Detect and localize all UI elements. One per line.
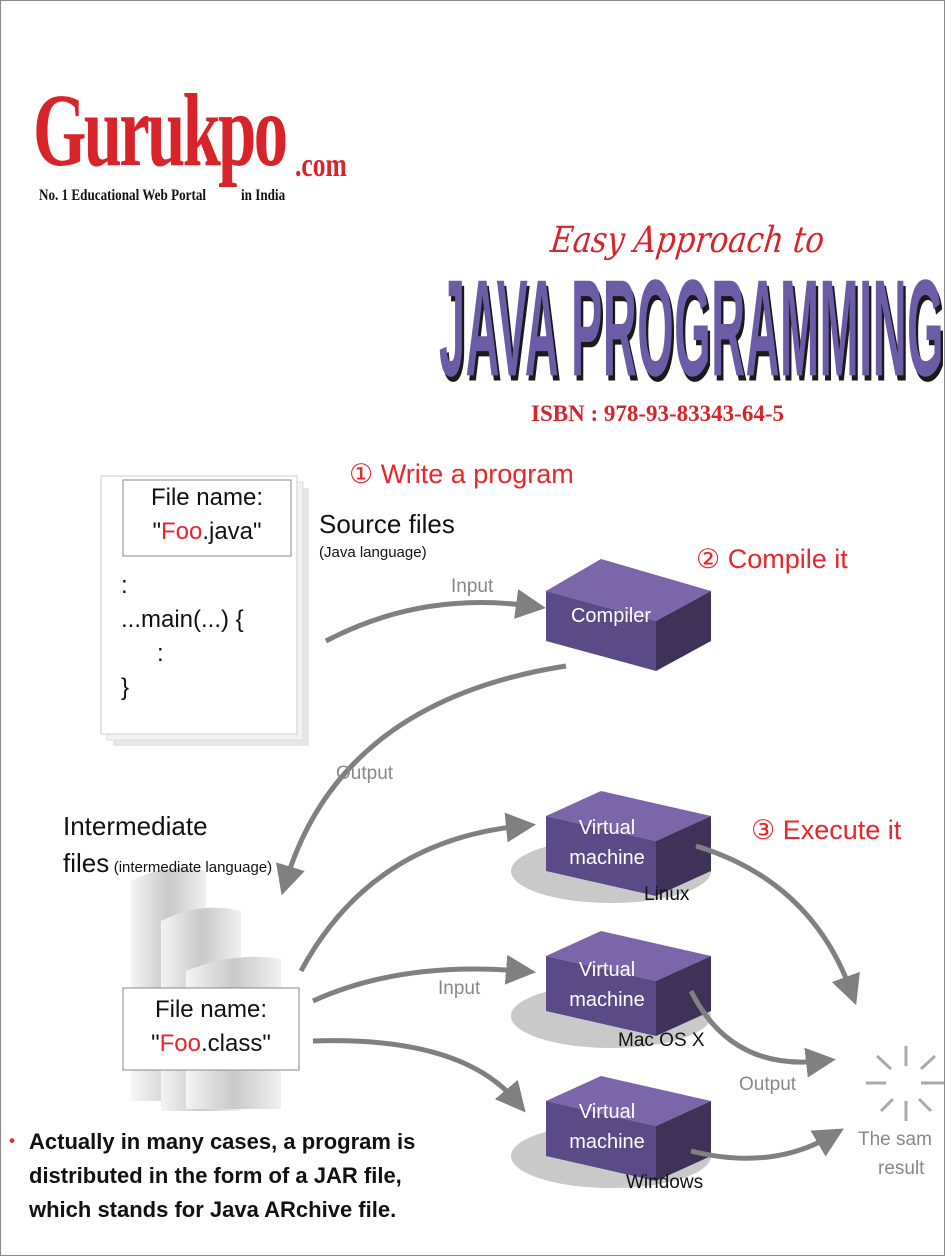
bullet-icon: ・ bbox=[1, 1129, 24, 1154]
input-label: Input bbox=[451, 576, 494, 597]
code-line: } bbox=[121, 674, 130, 701]
filename-value: "Foo.class" bbox=[123, 1027, 299, 1061]
note-line: Actually in many cases, a program is bbox=[29, 1129, 416, 1154]
vm-line: machine bbox=[569, 847, 645, 869]
vm-line: machine bbox=[569, 1131, 645, 1153]
compiler-label: Compiler bbox=[570, 605, 652, 627]
output-label: Output bbox=[336, 763, 394, 784]
result-arrow bbox=[688, 989, 836, 1078]
publisher-logo-suffix: .com bbox=[295, 147, 347, 184]
note-line: distributed in the form of a JAR file, bbox=[29, 1163, 402, 1188]
vm-line: Virtual bbox=[578, 959, 636, 981]
source-code: : ...main(...) { : } bbox=[121, 569, 244, 705]
vm-linux-label: Virtual machine bbox=[547, 813, 667, 873]
input-arrow bbox=[324, 589, 546, 644]
step-write-program: ① Write a program bbox=[349, 459, 574, 489]
code-line: : bbox=[157, 640, 164, 667]
vm-linux-arrow bbox=[298, 812, 536, 973]
flow-arrows bbox=[276, 589, 860, 1161]
result-label: The sam bbox=[858, 1129, 932, 1150]
input-label-2: Input bbox=[438, 978, 481, 999]
class-filename-box bbox=[122, 987, 300, 1071]
vm-cube-windows bbox=[546, 1076, 711, 1181]
filename-ext: .class" bbox=[201, 1030, 271, 1057]
step-compile: ② Compile it bbox=[696, 544, 848, 574]
result-burst-icon bbox=[866, 1046, 944, 1121]
result-arrow bbox=[690, 1128, 844, 1161]
quote: " bbox=[152, 518, 161, 545]
vm-windows-arrow bbox=[312, 1038, 526, 1113]
step-execute: ③ Execute it bbox=[751, 815, 902, 845]
vm-windows-label: Virtual machine bbox=[547, 1097, 667, 1157]
filename-stem: Foo bbox=[159, 1030, 201, 1057]
result-label-2: result bbox=[878, 1158, 925, 1179]
vm-cube-linux bbox=[546, 791, 711, 896]
note-line: which stands for Java ARchive file. bbox=[29, 1197, 397, 1222]
code-line: ...main(...) { bbox=[121, 606, 244, 633]
quote: " bbox=[151, 1030, 160, 1057]
filename-value: "Foo.java" bbox=[123, 515, 291, 549]
source-filename-box bbox=[122, 479, 292, 557]
output-label-2: Output bbox=[739, 1074, 797, 1095]
vm-macos-label: Virtual machine bbox=[547, 955, 667, 1015]
platform-windows: Windows bbox=[626, 1172, 704, 1193]
platform-macos: Mac OS X bbox=[618, 1030, 705, 1051]
vm-cube-macos bbox=[546, 931, 711, 1036]
vm-line: machine bbox=[569, 989, 645, 1011]
filename-stem: Foo bbox=[160, 518, 203, 545]
isbn: ISBN : 978-93-83343-64-5 bbox=[531, 401, 784, 426]
filename-label: File name: bbox=[154, 996, 268, 1023]
jar-note: Actually in many cases, a program is dis… bbox=[29, 1125, 415, 1227]
source-filename: File name: "Foo.java" bbox=[123, 481, 291, 549]
vm-line: Virtual bbox=[578, 817, 636, 839]
files-label: files bbox=[63, 848, 110, 878]
publisher-tagline: No. 1 Educational Web Portal bbox=[39, 187, 207, 204]
publisher-logo: Gurukpo bbox=[33, 73, 288, 188]
intermediate-label: Intermediate bbox=[63, 811, 208, 841]
vm-macos-arrow bbox=[311, 954, 536, 1004]
files-label-row: files (intermediate language) bbox=[63, 848, 272, 879]
publisher-tagline-end: in India bbox=[241, 187, 286, 204]
filename-ext: .java" bbox=[202, 518, 262, 545]
book-title: JAVA PROGRAMMING bbox=[439, 251, 945, 405]
source-files-sublabel: (Java language) bbox=[319, 544, 427, 561]
filename-label: File name: bbox=[150, 484, 264, 511]
compiler-cube bbox=[546, 559, 711, 671]
platform-linux: Linux bbox=[644, 884, 690, 905]
source-files-label: Source files bbox=[319, 509, 455, 539]
result-arrow bbox=[695, 843, 860, 1006]
code-line: : bbox=[121, 572, 128, 599]
class-filename: File name: "Foo.class" bbox=[123, 993, 299, 1061]
vm-line: Virtual bbox=[578, 1101, 636, 1123]
intermediate-sublabel: (intermediate language) bbox=[113, 859, 273, 876]
output-arrow bbox=[276, 663, 567, 896]
